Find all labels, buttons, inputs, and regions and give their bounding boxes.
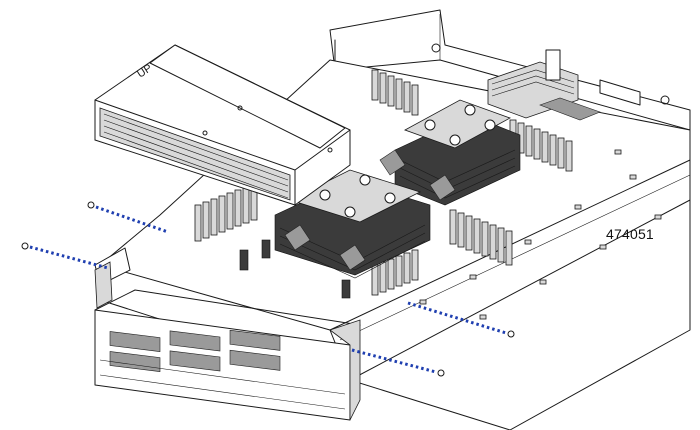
screw-left-upper bbox=[87, 201, 169, 234]
cpu-heatsink-rear bbox=[379, 99, 521, 206]
figure-id-label: 474051 bbox=[606, 226, 654, 242]
front-left-bracket bbox=[94, 247, 131, 309]
drive-bay-row-top bbox=[109, 329, 281, 352]
pcie-riser-cage: UP bbox=[94, 44, 351, 206]
cpu-heatsink-front bbox=[274, 169, 431, 279]
dimm-bank-rear bbox=[371, 69, 573, 172]
rear-io-module bbox=[487, 49, 641, 121]
dimm-bank-middle bbox=[194, 183, 513, 299]
riser-vent-panel bbox=[99, 107, 291, 201]
front-drive-bays bbox=[94, 289, 361, 421]
screw-left-lower bbox=[21, 242, 109, 270]
riser-vent-holes bbox=[103, 113, 289, 199]
screw-right-lower bbox=[351, 348, 445, 377]
drive-bay-row-bottom bbox=[109, 349, 281, 372]
screw-right-upper bbox=[407, 301, 515, 338]
side-rail-holes bbox=[419, 149, 662, 320]
